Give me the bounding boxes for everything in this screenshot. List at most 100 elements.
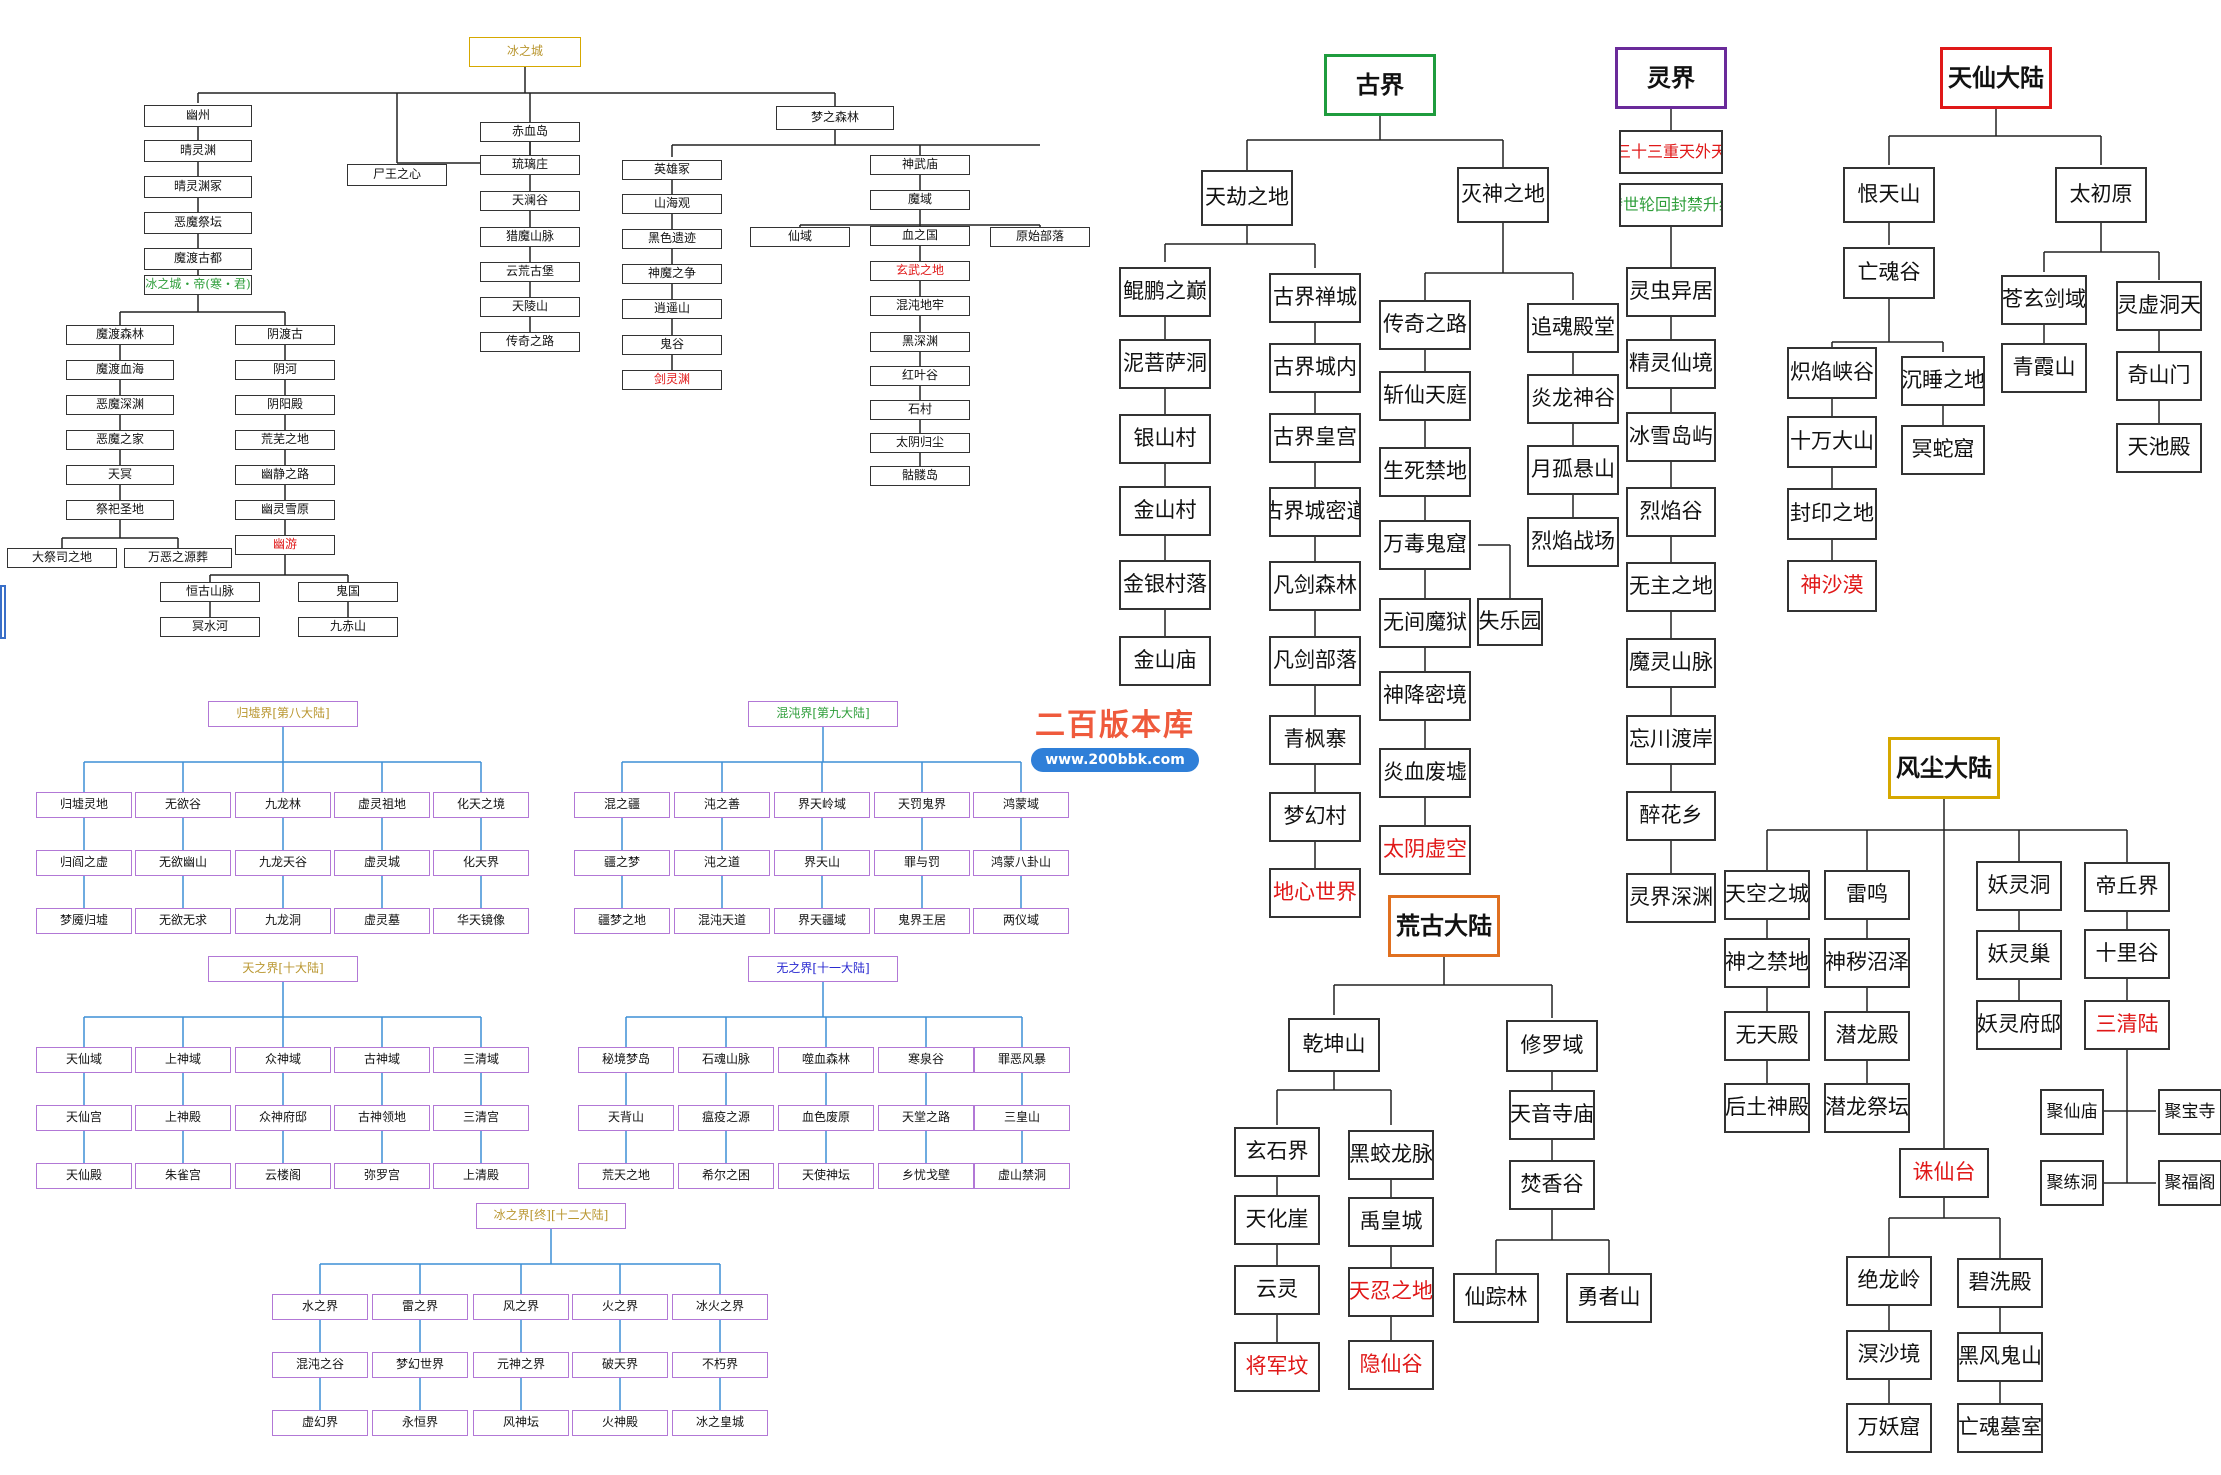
map-node: 修罗域 bbox=[1506, 1020, 1598, 1072]
map-node: 冰之界[终][十二大陆] bbox=[476, 1203, 626, 1229]
map-node: 天冥 bbox=[66, 465, 174, 485]
map-node: 凡剑森林 bbox=[1269, 561, 1361, 611]
map-node: 混之疆 bbox=[574, 792, 670, 818]
map-node: 虚灵祖地 bbox=[334, 792, 430, 818]
map-node: 隐仙谷 bbox=[1348, 1340, 1434, 1390]
map-node: 聚福阁 bbox=[2158, 1160, 2221, 1206]
map-node: 灵界深渊 bbox=[1626, 873, 1716, 923]
map-node: 冰之城 bbox=[469, 37, 581, 67]
map-node: 阴河 bbox=[235, 360, 335, 380]
map-node: 天音寺庙 bbox=[1509, 1090, 1595, 1140]
map-node: 九龙洞 bbox=[235, 908, 331, 934]
map-node: 元神之界 bbox=[473, 1352, 569, 1378]
map-node: 古神领地 bbox=[334, 1105, 430, 1131]
map-node: 魔渡古都 bbox=[144, 248, 252, 270]
map-node: 逍遥山 bbox=[622, 299, 722, 319]
map-node: 溟沙境 bbox=[1846, 1330, 1932, 1380]
map-node: 幽游 bbox=[235, 535, 335, 555]
map-node: 仙域 bbox=[750, 227, 850, 247]
map-node: 无天殿 bbox=[1724, 1011, 1810, 1061]
map-node: 黑色遗迹 bbox=[622, 229, 722, 249]
map-node: 潜龙祭坛 bbox=[1824, 1083, 1910, 1133]
map-node: 虚幻界 bbox=[272, 1410, 368, 1436]
map-node: 石魂山脉 bbox=[678, 1047, 774, 1073]
map-node: 冰之城・帝(寒・君) bbox=[144, 275, 252, 295]
map-node: 神魔之争 bbox=[622, 264, 722, 284]
left-edge-marker bbox=[0, 585, 6, 639]
map-node: 瘟疫之源 bbox=[678, 1105, 774, 1131]
map-node: 妖灵巢 bbox=[1976, 930, 2062, 980]
map-node: 界天岭域 bbox=[774, 792, 870, 818]
map-node: 血之国 bbox=[870, 226, 970, 246]
map-node: 归墟灵地 bbox=[36, 792, 132, 818]
map-node: 无间魔狱 bbox=[1379, 598, 1471, 648]
map-node: 梦魇归墟 bbox=[36, 908, 132, 934]
map-node: 恨天山 bbox=[1843, 167, 1935, 223]
map-node: 金山村 bbox=[1119, 486, 1211, 536]
map-node: 鬼界王居 bbox=[874, 908, 970, 934]
map-node: 醉花乡 bbox=[1626, 791, 1716, 841]
map-node: 炎血废墟 bbox=[1379, 748, 1471, 798]
map-node: 恒古山脉 bbox=[160, 582, 260, 602]
map-node: 传奇之路 bbox=[480, 332, 580, 352]
map-node: 聚宝寺 bbox=[2158, 1089, 2221, 1135]
map-node: 天池殿 bbox=[2116, 423, 2202, 473]
map-node: 华天镜像 bbox=[433, 908, 529, 934]
map-node: 聚仙庙 bbox=[2040, 1089, 2104, 1135]
watermark-url: www.200bbk.com bbox=[1031, 748, 1199, 772]
map-node: 精灵仙境 bbox=[1626, 339, 1716, 389]
map-node: 火神殿 bbox=[572, 1410, 668, 1436]
map-node: 金银村落 bbox=[1119, 560, 1211, 610]
map-node: 归墟界[第八大陆] bbox=[208, 701, 358, 727]
map-node: 无欲谷 bbox=[135, 792, 231, 818]
map-node: 三清陆 bbox=[2084, 1000, 2170, 1050]
map-node: 神降密境 bbox=[1379, 671, 1471, 721]
map-node: 转世轮回封禁升级 bbox=[1619, 183, 1723, 227]
map-node: 神武庙 bbox=[870, 155, 970, 175]
map-node: 风之界 bbox=[473, 1294, 569, 1320]
map-node: 界天山 bbox=[774, 850, 870, 876]
map-node: 天忍之地 bbox=[1348, 1267, 1434, 1317]
map-node: 泥菩萨洞 bbox=[1119, 339, 1211, 389]
map-node: 灭神之地 bbox=[1457, 167, 1549, 223]
map-node: 石村 bbox=[870, 400, 970, 420]
map-node: 天背山 bbox=[578, 1105, 674, 1131]
map-node: 噬血森林 bbox=[778, 1047, 874, 1073]
map-node: 十万大山 bbox=[1787, 416, 1877, 468]
map-node: 众神府邸 bbox=[235, 1105, 331, 1131]
map-node: 九龙林 bbox=[235, 792, 331, 818]
map-node: 碧洗殿 bbox=[1957, 1258, 2043, 1308]
map-node: 魔灵山脉 bbox=[1626, 638, 1716, 688]
map-node: 天陵山 bbox=[480, 297, 580, 317]
map-node: 太阴虚空 bbox=[1379, 825, 1471, 875]
map-node: 奇山门 bbox=[2116, 351, 2202, 401]
map-node: 无欲幽山 bbox=[135, 850, 231, 876]
map-node: 阴渡古 bbox=[235, 325, 335, 345]
map-node: 魔域 bbox=[870, 190, 970, 210]
map-node: 传奇之路 bbox=[1379, 300, 1471, 350]
map-node: 幽静之路 bbox=[235, 465, 335, 485]
map-node: 荒天之地 bbox=[578, 1163, 674, 1189]
map-node: 九赤山 bbox=[298, 617, 398, 637]
map-node: 妖灵洞 bbox=[1976, 861, 2062, 911]
map-node: 恶魔祭坛 bbox=[144, 212, 252, 234]
map-node: 玄石界 bbox=[1234, 1127, 1320, 1177]
map-node: 界天疆域 bbox=[774, 908, 870, 934]
map-node: 赤血岛 bbox=[480, 122, 580, 142]
map-node: 鬼谷 bbox=[622, 335, 722, 355]
map-node: 破天界 bbox=[572, 1352, 668, 1378]
map-node: 冰雪岛屿 bbox=[1626, 412, 1716, 462]
map-node: 绝龙岭 bbox=[1846, 1256, 1932, 1306]
map-node: 灵虫异居 bbox=[1626, 267, 1716, 317]
map-node: 天罚鬼界 bbox=[874, 792, 970, 818]
map-node: 上神域 bbox=[135, 1047, 231, 1073]
map-node: 朱雀宫 bbox=[135, 1163, 231, 1189]
map-node: 追魂殿堂 bbox=[1527, 303, 1619, 353]
map-node: 荒芜之地 bbox=[235, 430, 335, 450]
map-node: 虚灵城 bbox=[334, 850, 430, 876]
map-node: 黑风鬼山 bbox=[1957, 1332, 2043, 1382]
map-node: 骷髅岛 bbox=[870, 466, 970, 486]
map-node: 雷鸣 bbox=[1824, 870, 1910, 920]
map-node: 万恶之源葬 bbox=[124, 548, 232, 568]
